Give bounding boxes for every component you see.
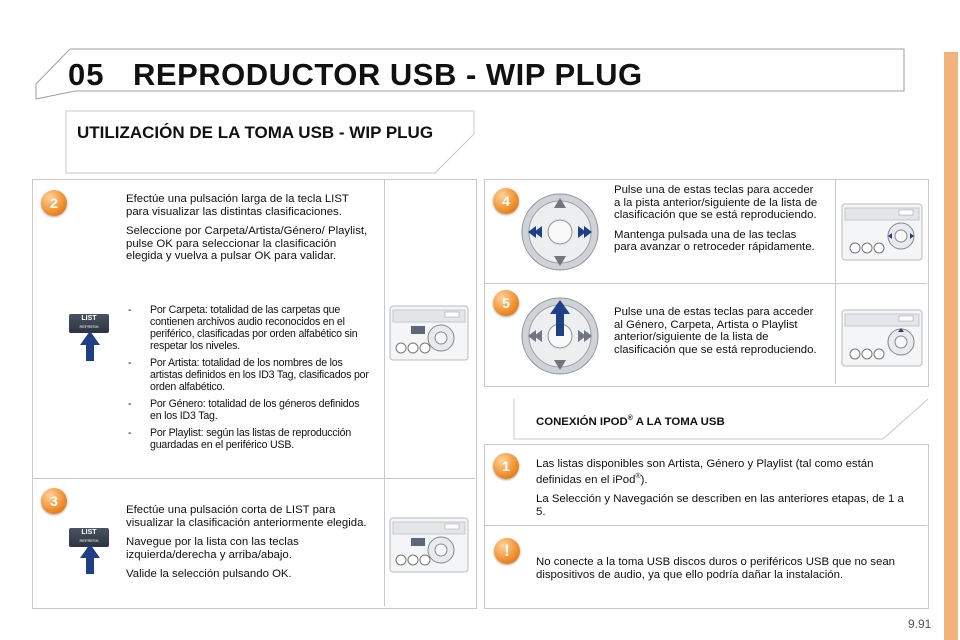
ipod-panel [484,444,929,609]
ipod-step-paragraph: La Selección y Navegación se describen e… [536,492,904,518]
step-number-badge: 3 [41,488,67,514]
step-3-paragraph: Efectúe una pulsación corta de LIST para… [126,504,367,529]
press-arrow-icon [80,331,100,361]
header-frame [35,48,905,100]
step-number-badge: 1 [493,453,519,479]
step-2-paragraph: Efectúe una pulsación larga de la tecla … [126,193,349,218]
left-panel-row-divider [33,478,475,479]
list-item: -Por Playlist: según las listas de repro… [128,427,352,451]
step-3-paragraph: Navegue por la lista con las teclas izqu… [126,536,299,561]
step-4-paragraph: Mantenga pulsada una de las teclas para … [614,228,815,254]
radio-unit-illustration [389,517,469,573]
right-panel-column-divider [835,180,836,384]
step-number-badge: 5 [493,290,519,316]
chapter-number: 05 [68,57,105,92]
ipod-panel-row-divider [485,525,927,526]
list-item: -Por Género: totalidad de los géneros de… [128,398,360,422]
left-panel-column-divider [384,180,385,606]
chapter-side-bar [944,52,958,640]
list-item: -Por Carpeta: totalidad de las carpetas … [128,304,358,352]
press-arrow-icon [80,544,100,574]
ipod-step-text: Las listas disponibles son Artista, Géne… [536,458,916,525]
step-2-paragraph: Seleccione por Carpeta/Artista/Género/ P… [126,225,368,263]
list-item: -Por Artista: totalidad de los nombres d… [128,357,369,393]
warning-icon: ! [494,538,520,564]
step-4-text: Pulse una de estas teclas para acceder a… [614,184,822,261]
step-4-paragraph: Pulse una de estas teclas para acceder a… [614,184,818,222]
step-2-text: Efectúe una pulsación larga de la tecla … [126,193,371,270]
step-5-text: Pulse una de estas teclas para acceder a… [614,306,822,363]
step-3-paragraph: Valide la selección pulsando OK. [126,568,292,581]
connection-heading-frame [513,398,929,440]
step-number-badge: 4 [493,188,519,214]
navigation-dial-icon [521,297,599,375]
step-3-text: Efectúe una pulsación corta de LIST para… [126,504,376,588]
connection-heading: CONEXIÓN IPOD® A LA TOMA USB [536,415,725,428]
section-frame [65,110,475,174]
warning-text: No conecte a la toma USB discos duros o … [536,556,895,581]
radio-unit-illustration [841,203,923,261]
classification-list: -Por Carpeta: totalidad de las carpetas … [128,304,373,456]
right-panel-row-divider [485,283,927,284]
ipod-step-paragraph: Las listas disponibles son Artista, Géne… [536,458,874,486]
page-number: 9.91 [908,617,932,631]
navigation-dial-icon [521,193,599,271]
section-title: UTILIZACIÓN DE LA TOMA USB - WIP PLUG [77,123,434,142]
radio-unit-illustration [389,305,469,361]
step-5-paragraph: Pulse una de estas teclas para acceder a… [614,306,817,356]
page-title: REPRODUCTOR USB - WIP PLUG [133,57,643,92]
step-number-badge: 2 [41,190,67,216]
radio-unit-illustration [841,309,923,367]
